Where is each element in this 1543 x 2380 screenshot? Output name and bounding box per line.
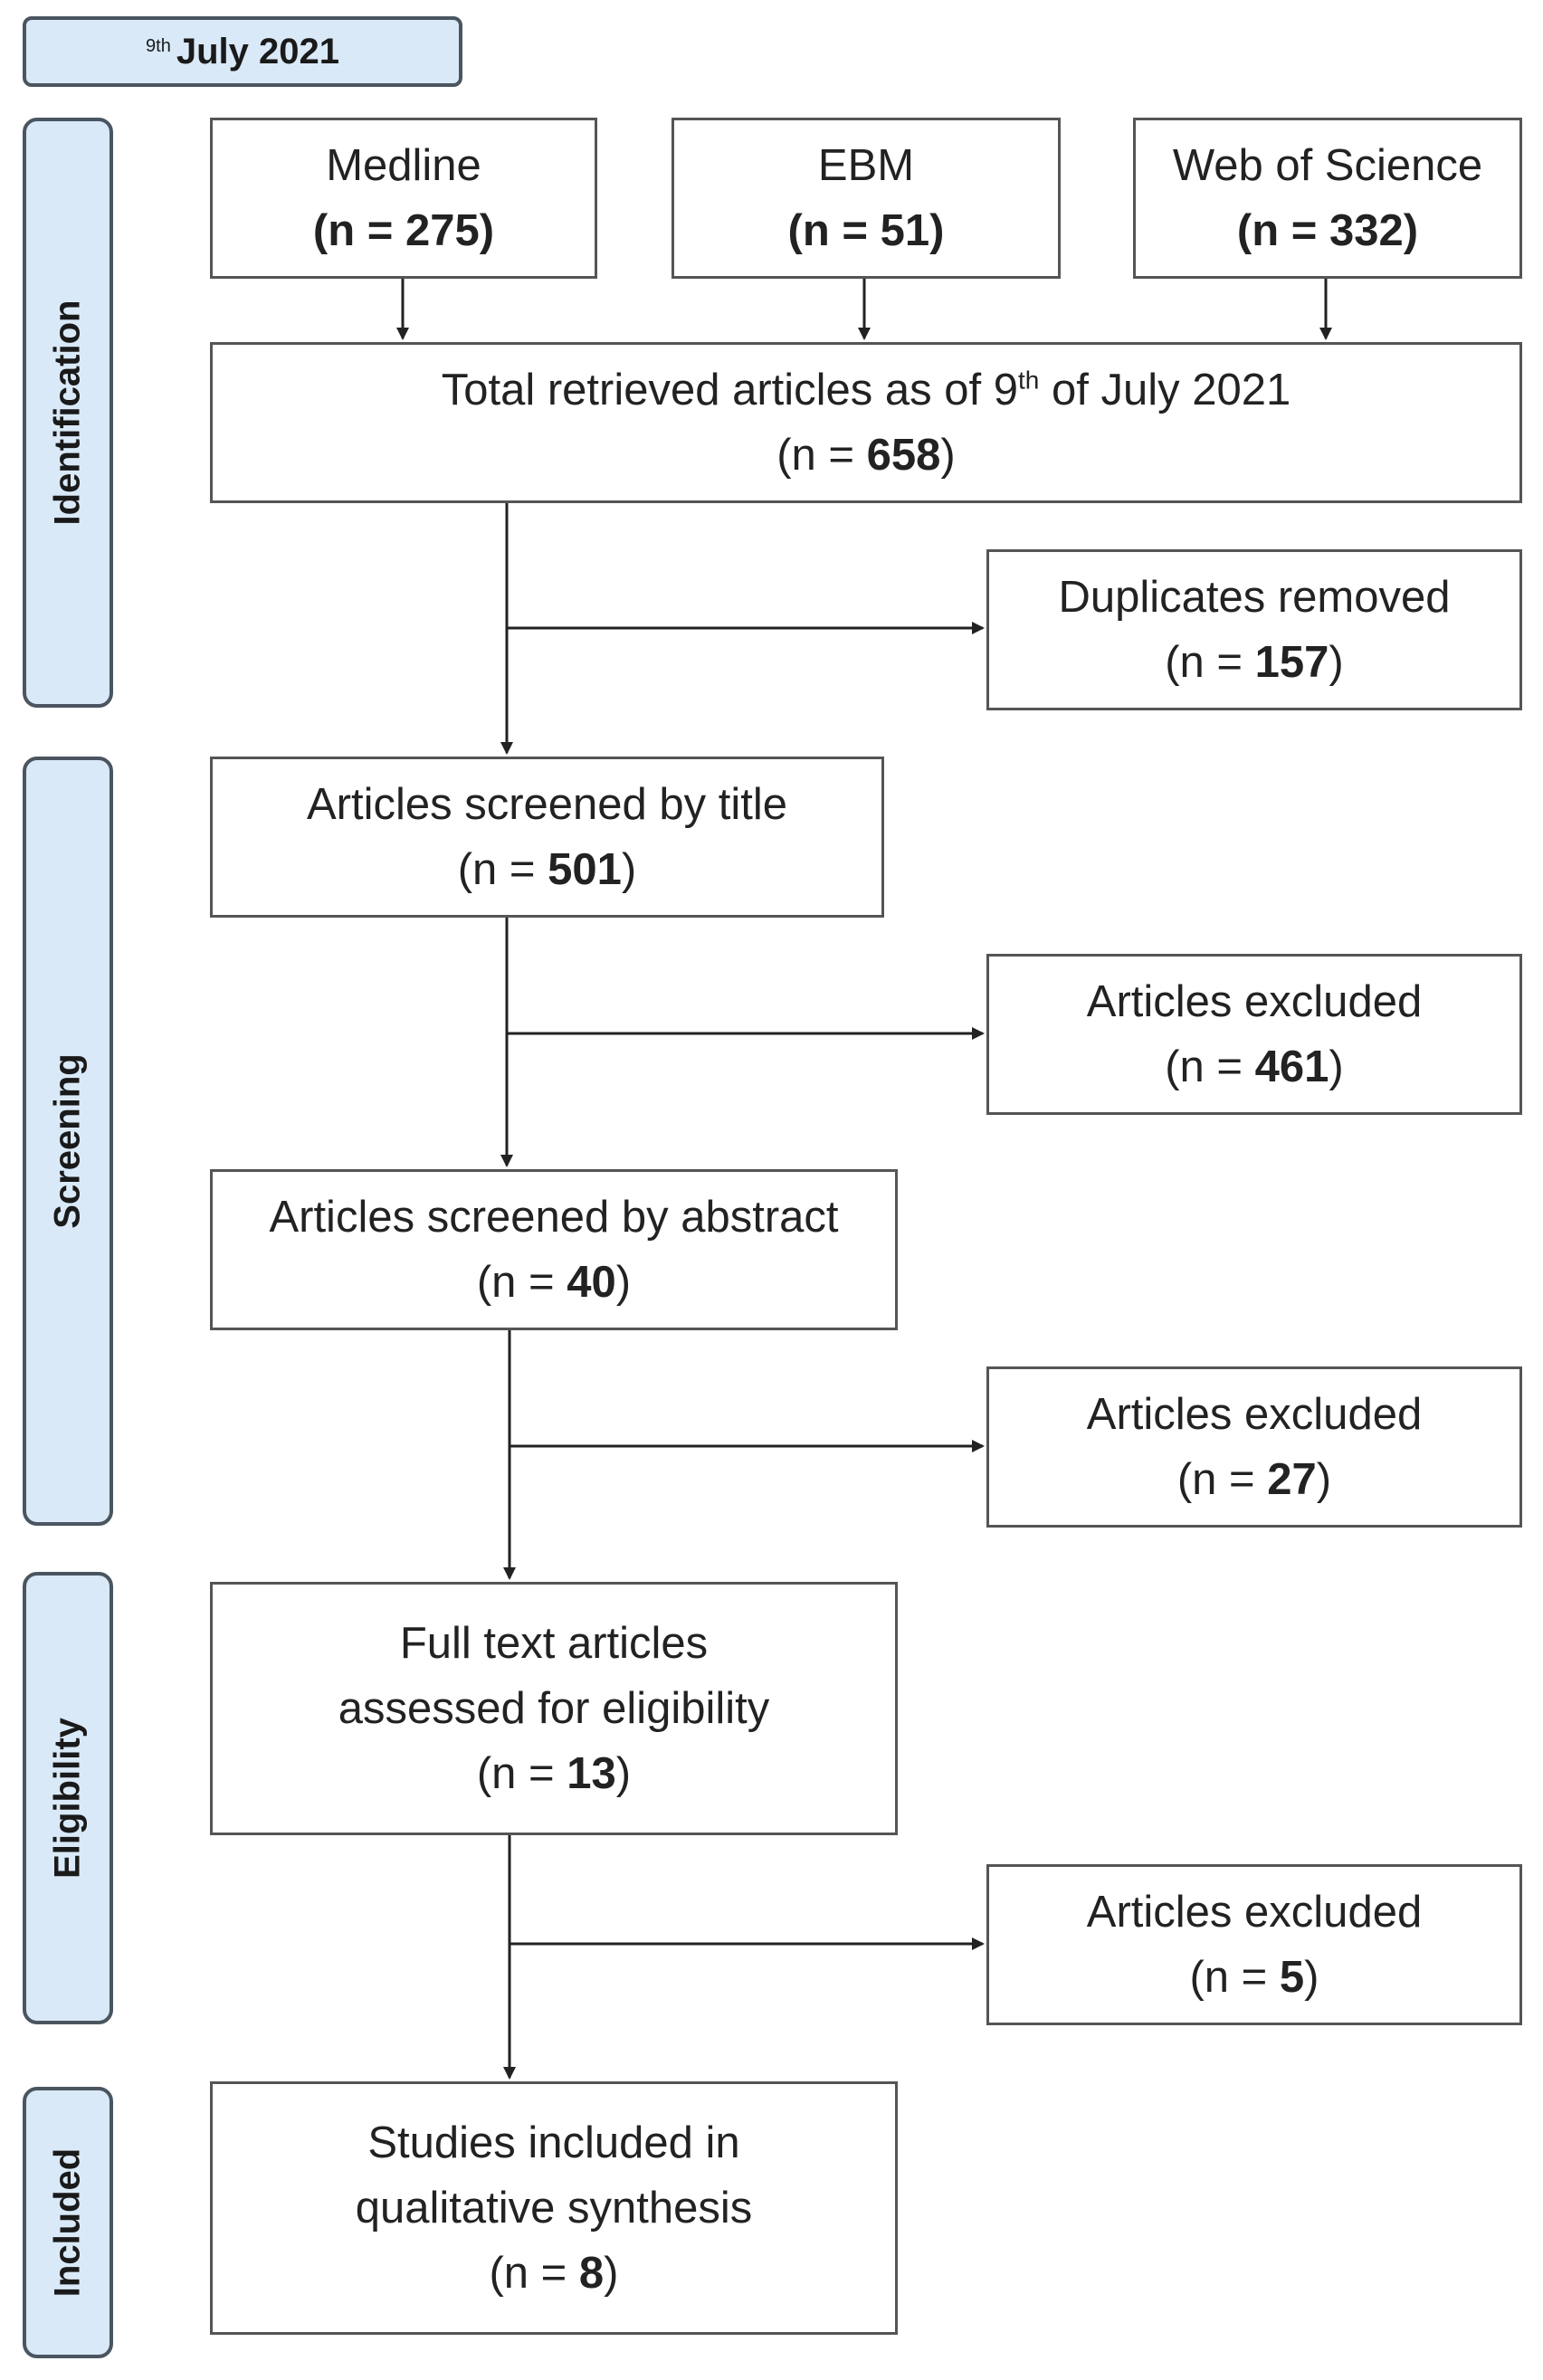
full-text-line2: assessed for eligibility <box>338 1684 770 1733</box>
stage-identification: Identification <box>23 118 113 708</box>
total-retrieved-box: Total retrieved articles as of 9th of Ju… <box>210 342 1522 503</box>
stage-screening: Screening <box>23 757 113 1526</box>
source-ebm-name: EBM <box>817 141 915 190</box>
date-tab-text: July 2021 <box>176 31 339 71</box>
duplicates-removed-box: Duplicates removed (n = 157) <box>986 549 1522 710</box>
screened-by-title-label: Articles screened by title <box>306 780 788 829</box>
total-retrieved-label: Total retrieved articles as of 9th of Ju… <box>441 366 1291 414</box>
included-studies-line2: qualitative synthesis <box>355 2184 753 2232</box>
screened-by-abstract-count: (n = 40) <box>476 1258 632 1307</box>
date-tab-superscript: 9th <box>146 35 171 56</box>
excluded-title-box: Articles excluded (n = 461) <box>986 954 1522 1115</box>
full-text-count: (n = 13) <box>476 1749 632 1798</box>
full-text-line1: Full text articles <box>399 1619 709 1668</box>
excluded-title-count: (n = 461) <box>1165 1042 1344 1091</box>
excluded-abstract-box: Articles excluded (n = 27) <box>986 1366 1522 1528</box>
source-medline-count: (n = 275) <box>312 206 495 255</box>
source-wos-name: Web of Science <box>1172 141 1483 190</box>
duplicates-removed-count: (n = 157) <box>1165 638 1344 687</box>
screened-by-title-count: (n = 501) <box>457 845 637 894</box>
excluded-abstract-label: Articles excluded <box>1086 1390 1423 1439</box>
duplicates-removed-label: Duplicates removed <box>1058 573 1451 622</box>
stage-included: Included <box>23 2087 113 2358</box>
excluded-abstract-count: (n = 27) <box>1176 1455 1332 1504</box>
screened-by-title-box: Articles screened by title (n = 501) <box>210 757 884 918</box>
included-studies-line1: Studies included in <box>367 2118 740 2167</box>
included-studies-count: (n = 8) <box>489 2249 619 2298</box>
source-wos-count: (n = 332) <box>1236 206 1419 255</box>
included-studies-box: Studies included in qualitative synthesi… <box>210 2081 898 2335</box>
source-medline-name: Medline <box>326 141 481 190</box>
full-text-box: Full text articles assessed for eligibil… <box>210 1582 898 1835</box>
screened-by-abstract-label: Articles screened by abstract <box>269 1193 839 1242</box>
excluded-eligibility-box: Articles excluded (n = 5) <box>986 1864 1522 2025</box>
source-medline-box: Medline (n = 275) <box>210 118 597 279</box>
excluded-eligibility-label: Articles excluded <box>1086 1888 1423 1937</box>
source-ebm-box: EBM (n = 51) <box>671 118 1061 279</box>
excluded-eligibility-count: (n = 5) <box>1189 1953 1319 2002</box>
source-ebm-count: (n = 51) <box>787 206 945 255</box>
screened-by-abstract-box: Articles screened by abstract (n = 40) <box>210 1169 898 1330</box>
stage-eligibility: Eligibility <box>23 1572 113 2024</box>
total-retrieved-count: (n = 658) <box>776 431 956 480</box>
excluded-title-label: Articles excluded <box>1086 977 1423 1026</box>
source-wos-box: Web of Science (n = 332) <box>1133 118 1522 279</box>
